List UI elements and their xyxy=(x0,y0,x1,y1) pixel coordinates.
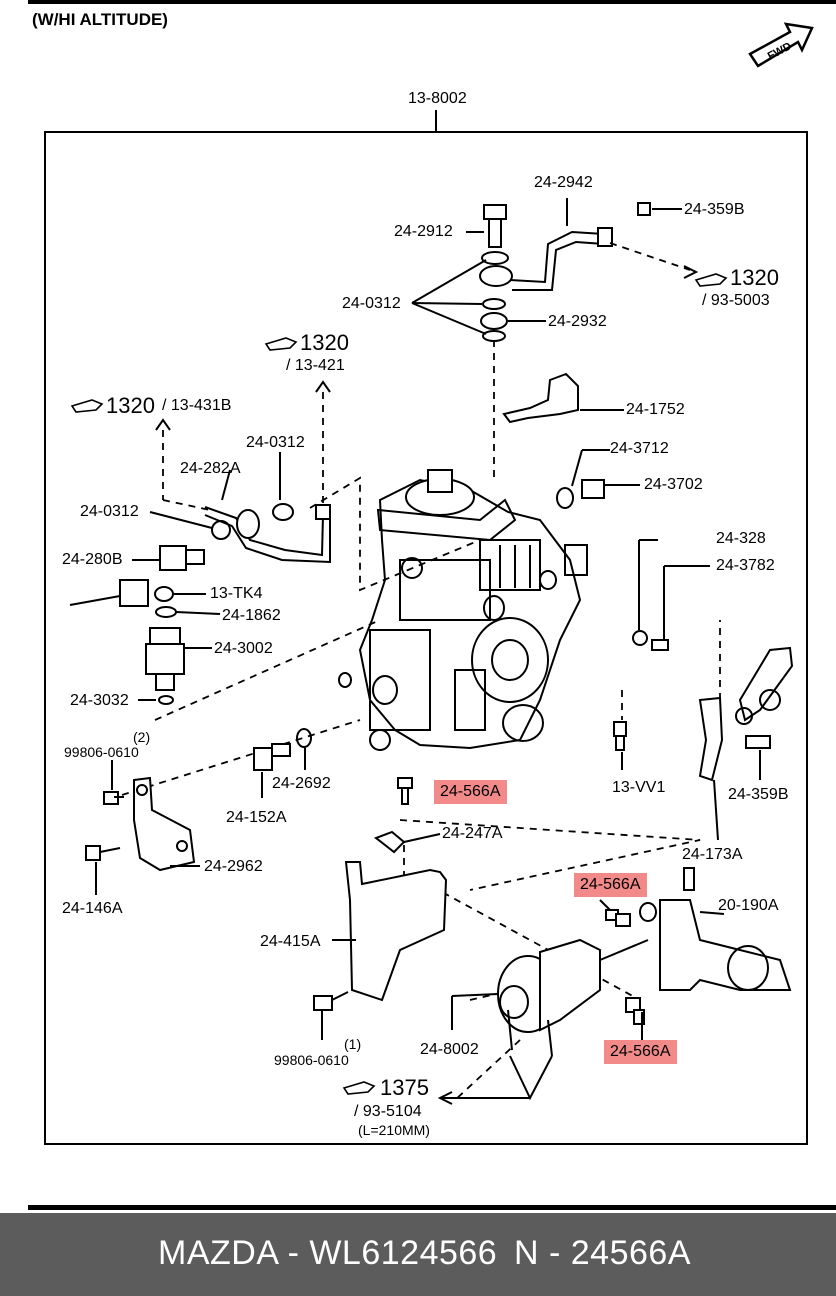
label-24-152a: 24-152A xyxy=(226,809,287,826)
ref-1320-mid-sub: / 13-421 xyxy=(286,357,345,374)
ref-1320-left: 1320 xyxy=(106,393,155,418)
label-99806-0610-bottom: 99806-0610 xyxy=(274,1052,349,1068)
ref-1320-right-sub: / 93-5003 xyxy=(702,292,770,309)
footer-part-number: N - 24566A xyxy=(514,1234,691,1272)
qty-1: (1) xyxy=(344,1036,362,1052)
bottom-rule xyxy=(28,1205,836,1210)
label-13-tk4: 13-TK4 xyxy=(210,585,263,602)
highlight-24-566a-3: 24-566A xyxy=(604,1040,677,1064)
ref-1320-right: 1320 xyxy=(730,265,779,290)
label-24-2942: 24-2942 xyxy=(534,174,593,191)
label-24-2932: 24-2932 xyxy=(548,313,607,330)
label-20-190a: 20-190A xyxy=(718,897,779,914)
ref-1320-left-sub: / 13-431B xyxy=(162,397,232,414)
label-24-415a: 24-415A xyxy=(260,933,321,950)
diagram-title: (W/HI ALTITUDE) xyxy=(32,10,168,29)
label-24-3002: 24-3002 xyxy=(214,640,273,657)
diagram-frame xyxy=(44,131,808,1145)
label-24-2962: 24-2962 xyxy=(204,858,263,875)
label-24-3032: 24-3032 xyxy=(70,692,129,709)
ref-1320-mid: 1320 xyxy=(300,330,349,355)
footer-bar xyxy=(0,1213,836,1296)
label-24-282a: 24-282A xyxy=(180,460,241,477)
forward-arrow-icon: FWD xyxy=(748,22,814,68)
label-24-247a: 24-247A xyxy=(442,825,503,842)
ref-1375-sub: / 93-5104 xyxy=(354,1103,422,1120)
label-24-1862: 24-1862 xyxy=(222,607,281,624)
label-13-8002: 13-8002 xyxy=(408,90,467,107)
highlight-24-566a-1: 24-566A xyxy=(434,780,507,804)
label-24-3782: 24-3782 xyxy=(716,557,775,574)
label-24-1752: 24-1752 xyxy=(626,401,685,418)
footer-brand-part: MAZDA - WL6124566 xyxy=(158,1234,498,1272)
ref-1375: 1375 xyxy=(380,1075,429,1100)
label-24-3712: 24-3712 xyxy=(610,440,669,457)
label-13-vv1: 13-VV1 xyxy=(612,779,666,796)
label-24-0312-top: 24-0312 xyxy=(342,295,401,312)
label-24-2912: 24-2912 xyxy=(394,223,453,240)
top-rule xyxy=(28,0,836,4)
label-24-173a: 24-173A xyxy=(682,846,743,863)
label-24-3702: 24-3702 xyxy=(644,476,703,493)
label-24-280b: 24-280B xyxy=(62,551,123,568)
label-24-359b-bottom: 24-359B xyxy=(728,786,789,803)
ref-1375-length: (L=210MM) xyxy=(358,1122,430,1138)
label-24-328: 24-328 xyxy=(716,530,766,547)
label-24-146a: 24-146A xyxy=(62,900,123,917)
label-24-8002: 24-8002 xyxy=(420,1041,479,1058)
label-24-0312-left: 24-0312 xyxy=(80,503,139,520)
label-24-2692: 24-2692 xyxy=(272,775,331,792)
highlight-24-566a-2: 24-566A xyxy=(574,873,647,897)
label-24-359b-top: 24-359B xyxy=(684,201,745,218)
qty-2: (2) xyxy=(133,729,151,745)
label-99806-0610-top: 99806-0610 xyxy=(64,744,139,760)
label-24-0312-mid: 24-0312 xyxy=(246,434,305,451)
